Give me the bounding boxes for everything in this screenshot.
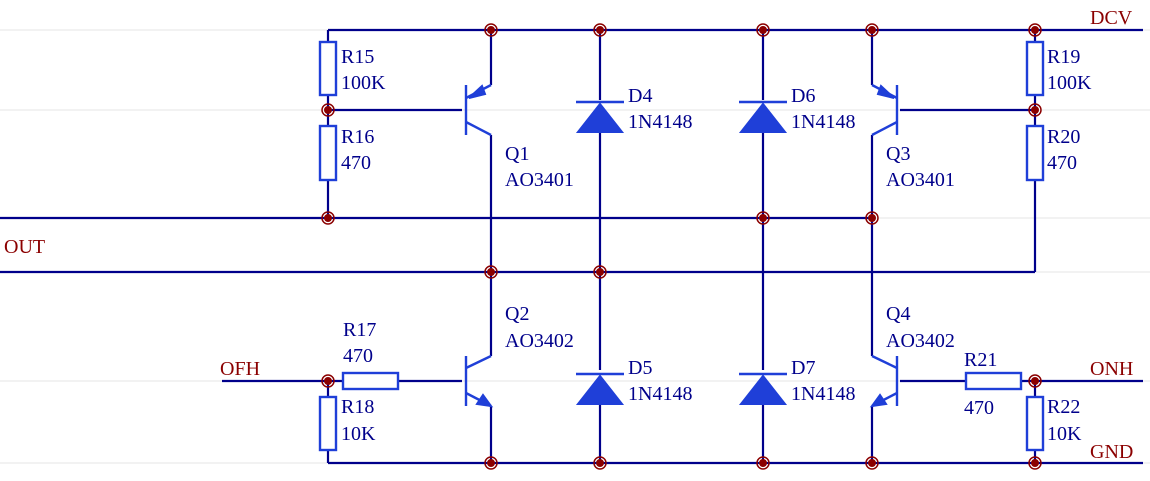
junction-dot	[1028, 456, 1042, 470]
r19-ref: R19	[1047, 46, 1080, 68]
d4-symbol	[575, 100, 625, 133]
r21-body	[964, 371, 1023, 391]
junctions	[321, 23, 1042, 470]
q1-symbol	[464, 83, 492, 137]
junction-dot	[321, 211, 335, 225]
q4-symbol	[869, 354, 899, 408]
junction-dot	[1028, 23, 1042, 37]
junction-dot	[1028, 374, 1042, 388]
junction-dot	[484, 265, 498, 279]
d5-ref: D5	[628, 357, 652, 379]
q1-ref: Q1	[505, 143, 529, 165]
r19-body	[1025, 40, 1045, 97]
q4-value: AO3402	[886, 330, 955, 352]
wires	[0, 28, 1143, 465]
q4-ref: Q4	[886, 303, 910, 325]
r21-ref: R21	[964, 349, 997, 371]
net-label-dcv: DCV	[1090, 7, 1133, 29]
junction-dot	[484, 23, 498, 37]
d5-symbol	[575, 372, 625, 405]
r18-body	[318, 395, 338, 452]
transistors	[464, 83, 899, 408]
junction-dot	[321, 374, 335, 388]
q1-value: AO3401	[505, 169, 574, 191]
r15-value: 100K	[341, 72, 386, 94]
junction-dot	[321, 103, 335, 117]
r17-body	[341, 371, 400, 391]
r15-ref: R15	[341, 46, 374, 68]
net-label-out: OUT	[4, 236, 45, 258]
r16-body	[318, 124, 338, 182]
junction-dot	[756, 211, 770, 225]
net-label-ofh: OFH	[220, 358, 260, 380]
d7-value: 1N4148	[791, 383, 855, 405]
junction-dot	[756, 23, 770, 37]
r22-body	[1025, 395, 1045, 452]
r22-ref: R22	[1047, 396, 1080, 418]
d5-value: 1N4148	[628, 383, 692, 405]
r17-ref: R17	[343, 319, 376, 341]
junction-dot	[865, 211, 879, 225]
r16-ref: R16	[341, 126, 374, 148]
junction-dot	[593, 456, 607, 470]
r21-value: 470	[964, 397, 994, 419]
d6-symbol	[738, 100, 788, 133]
r15-body	[318, 40, 338, 97]
d7-ref: D7	[791, 357, 815, 379]
junction-dot	[593, 23, 607, 37]
component-labels: R15 100K R16 470 R17 470 R18 10K Q1 AO34…	[341, 46, 1092, 445]
q3-ref: Q3	[886, 143, 910, 165]
junction-dot	[593, 265, 607, 279]
d6-ref: D6	[791, 85, 815, 107]
r20-value: 470	[1047, 152, 1077, 174]
junction-dot	[865, 23, 879, 37]
d7-symbol	[738, 372, 788, 405]
r20-ref: R20	[1047, 126, 1080, 148]
r19-value: 100K	[1047, 72, 1092, 94]
d6-value: 1N4148	[791, 111, 855, 133]
net-label-gnd: GND	[1090, 441, 1133, 463]
q2-ref: Q2	[505, 303, 529, 325]
net-label-onh: ONH	[1090, 358, 1133, 380]
junction-dot	[484, 456, 498, 470]
q3-value: AO3401	[886, 169, 955, 191]
d4-value: 1N4148	[628, 111, 692, 133]
d4-ref: D4	[628, 85, 652, 107]
q2-symbol	[464, 354, 494, 408]
r22-value: 10K	[1047, 423, 1082, 445]
r17-value: 470	[343, 345, 373, 367]
resistors	[318, 40, 1045, 452]
r18-ref: R18	[341, 396, 374, 418]
r20-body	[1025, 124, 1045, 182]
diodes	[575, 100, 788, 405]
q2-value: AO3402	[505, 330, 574, 352]
r18-value: 10K	[341, 423, 376, 445]
q3-symbol	[871, 83, 899, 137]
r16-value: 470	[341, 152, 371, 174]
junction-dot	[865, 456, 879, 470]
junction-dot	[1028, 103, 1042, 117]
junction-dot	[756, 456, 770, 470]
net-labels: DCV OUT OFH ONH GND	[4, 7, 1133, 463]
